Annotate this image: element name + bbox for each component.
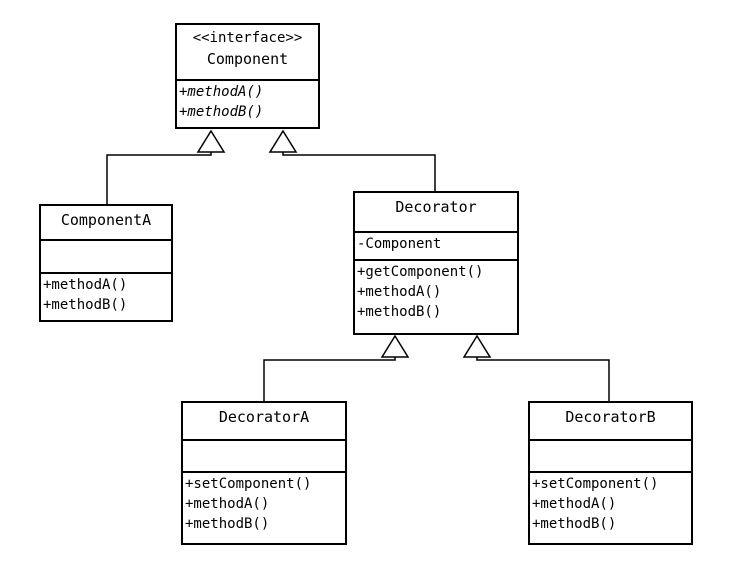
generalization-line-decoratorB	[476, 357, 610, 402]
class-decoratorA[interactable]: DecoratorA +setComponent() +methodA() +m…	[181, 401, 347, 545]
class-componentA[interactable]: ComponentA +methodA() +methodB()	[39, 204, 173, 322]
generalization-arrowhead-componentA	[196, 129, 226, 153]
method-methodA: +methodA()	[43, 277, 128, 293]
generalization-arrowhead-decoratorB	[462, 334, 492, 358]
stereotype-label: <<interface>>	[192, 30, 303, 46]
class-name: DecoratorB	[565, 408, 656, 426]
attributes-section	[530, 439, 691, 471]
generalization-line-decoratorA	[263, 357, 396, 402]
attributes-section	[183, 439, 345, 471]
attributes-section	[41, 239, 171, 272]
method-methodA: +methodA()	[357, 284, 442, 300]
class-header: <<interface>> Component	[177, 25, 318, 79]
class-name: Decorator	[395, 198, 477, 216]
generalization-arrowhead-decoratorA	[380, 334, 410, 358]
method-methodA: +methodA()	[185, 496, 270, 512]
method-methodA: +methodA()	[532, 496, 617, 512]
method-methodB: +methodB()	[357, 304, 442, 320]
class-header: DecoratorA	[183, 403, 345, 439]
class-header: DecoratorB	[530, 403, 691, 439]
class-decorator[interactable]: Decorator -Component +getComponent() +me…	[353, 191, 519, 335]
class-decoratorB[interactable]: DecoratorB +setComponent() +methodA() +m…	[528, 401, 693, 545]
methods-section: +getComponent() +methodA() +methodB()	[355, 259, 517, 323]
method-setComponent: +setComponent()	[185, 476, 312, 492]
method-methodB: +methodB()	[185, 516, 270, 532]
methods-section: +methodA() +methodB()	[177, 79, 318, 123]
realization-line-decorator	[282, 152, 436, 192]
realization-arrowhead-decorator	[268, 129, 298, 153]
method-setComponent: +setComponent()	[532, 476, 659, 492]
attributes-section: -Component	[355, 231, 517, 259]
class-name: Component	[206, 50, 289, 68]
class-name: DecoratorA	[218, 408, 310, 426]
class-component[interactable]: <<interface>> Component +methodA() +meth…	[175, 23, 320, 129]
method-methodB: +methodB()	[532, 516, 617, 532]
class-header: Decorator	[355, 193, 517, 231]
method-methodB: +methodB()	[43, 297, 128, 313]
class-header: ComponentA	[41, 206, 171, 239]
method-getComponent: +getComponent()	[357, 264, 484, 280]
methods-section: +setComponent() +methodA() +methodB()	[183, 471, 345, 535]
methods-section: +setComponent() +methodA() +methodB()	[530, 471, 691, 535]
method-methodB: +methodB()	[179, 104, 264, 120]
method-methodA: +methodA()	[179, 84, 264, 100]
attribute-component: -Component	[357, 236, 442, 252]
class-name: ComponentA	[60, 211, 152, 229]
generalization-line-componentA	[106, 152, 212, 205]
methods-section: +methodA() +methodB()	[41, 272, 171, 316]
